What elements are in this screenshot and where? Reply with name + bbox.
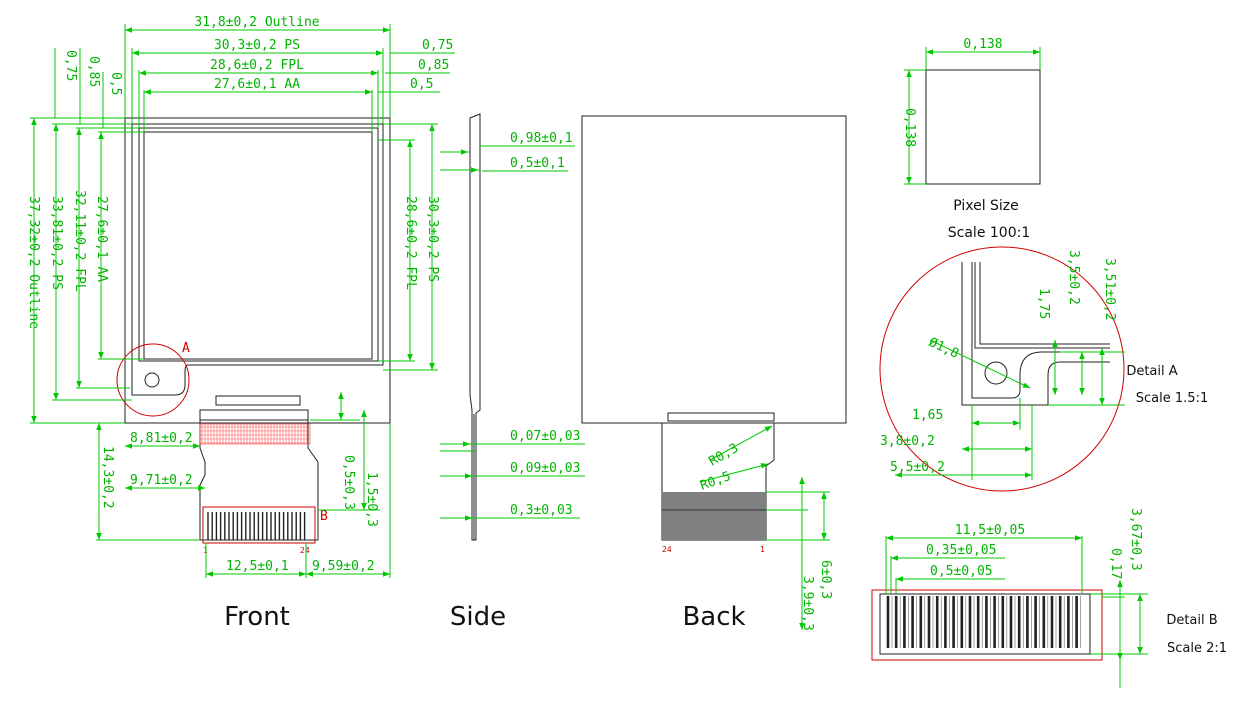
back-h39-label: 3,9±0,3 — [800, 576, 815, 631]
front-outline — [124, 117, 391, 424]
detail-a-d38-label: 3,8±0,2 — [880, 434, 935, 449]
pixel-scale: Scale 100:1 — [948, 225, 1030, 241]
dim-r085-label: 0,85 — [418, 58, 449, 73]
pixel-h-label: 0,138 — [902, 108, 917, 147]
side-d05-label: 0,5±0,1 — [510, 156, 565, 171]
dim-r075-label: 0,75 — [422, 38, 453, 53]
dim-l05-label: 0,5 — [108, 72, 123, 95]
dim-fpc-881-label: 8,81±0,2 — [130, 431, 193, 446]
dim-aa-w-label: 27,6±0,1 AA — [214, 77, 300, 92]
marker-b-box — [202, 506, 316, 544]
dim-fpc-959-label: 9,59±0,2 — [312, 559, 375, 574]
back-pin24-label: 24 — [662, 545, 672, 554]
detail-a: Ø1,8 1,75 3,5±0,2 3,51±0,2 1,65 3,8±0,2 … — [879, 246, 1208, 492]
dim-r05-label: 0,5 — [410, 77, 433, 92]
side-d009-label: 0,09±0,03 — [510, 461, 580, 476]
detail-a-circle — [879, 246, 1125, 492]
front-caption: Front — [224, 602, 290, 632]
detail-a-d55-label: 5,5±0,2 — [890, 460, 945, 475]
front-view: A B 1 24 31,8±0,2 Outline 30,3±0,2 PS 28… — [26, 15, 455, 632]
detail-a-d165-label: 1,65 — [912, 408, 943, 423]
back-fpc-stiffener — [662, 492, 766, 540]
front-fpc-hatch-lines — [200, 424, 310, 444]
detail-a-title: Detail A — [1126, 364, 1177, 379]
dim-fpc-15-label: 1,5±0,3 — [364, 472, 379, 527]
detail-b-pins — [886, 596, 1081, 648]
detail-a-d35-label: 3,5±0,2 — [1066, 250, 1081, 305]
dim-fpc-971-label: 9,71±0,2 — [130, 473, 193, 488]
front-pin24-label: 24 — [300, 546, 310, 555]
detail-a-d351-label: 3,51±0,2 — [1102, 258, 1117, 321]
marker-a-label: A — [182, 341, 190, 356]
pixel-size: 0,138 0,138 Pixel Size Scale 100:1 — [902, 37, 1041, 241]
front-hole — [144, 372, 160, 388]
back-h6-label: 6±0,3 — [818, 560, 833, 599]
dim-fpl-h-right-label: 28,6±0,2 FPL — [403, 196, 418, 290]
side-d007-label: 0,07±0,03 — [510, 429, 580, 444]
marker-b-label: B — [320, 509, 328, 524]
dim-l075-label: 0,75 — [63, 50, 78, 81]
dim-outline-w-label: 31,8±0,2 Outline — [194, 15, 319, 30]
pixel-square — [925, 69, 1041, 185]
back-r05-label: R0,5 — [698, 469, 733, 494]
front-aa — [143, 131, 373, 360]
detail-b-box — [871, 589, 1103, 661]
detail-b-scale: Scale 2:1 — [1167, 641, 1227, 656]
detail-b-d017-label: 0,17 — [1108, 548, 1123, 579]
detail-a-phi-label: Ø1,8 — [926, 335, 961, 362]
pixel-w-label: 0,138 — [963, 37, 1002, 52]
dim-aa-h-label: 27,6±0,1 AA — [94, 196, 109, 282]
detail-b-d035-label: 0,35±0,05 — [926, 543, 996, 558]
detail-a-d175-label: 1,75 — [1036, 288, 1051, 319]
dim-outline-h-label: 37,32±0,2 Outline — [26, 196, 41, 329]
pixel-title: Pixel Size — [953, 198, 1019, 214]
front-fpc-pins — [207, 512, 306, 540]
dim-fpc-125-label: 12,5±0,1 — [226, 559, 289, 574]
dim-fpl-h-label: 32,11±0,2 FPL — [72, 190, 87, 292]
detail-b-d115-label: 11,5±0,05 — [955, 523, 1025, 538]
detail-b-d05-label: 0,5±0,05 — [930, 564, 993, 579]
dim-ps-h-right-label: 30,3±0,2 PS — [425, 196, 440, 282]
front-fpc-hatch — [199, 423, 311, 445]
dim-ps-w-label: 30,3±0,2 PS — [214, 38, 300, 53]
detail-a-hole — [984, 361, 1008, 385]
front-ps — [131, 123, 384, 396]
side-view: 0,98±0,1 0,5±0,1 0,07±0,03 0,09±0,03 0,3… — [440, 113, 585, 632]
dim-fpc-143-label: 14,3±0,2 — [100, 446, 115, 509]
side-profile — [469, 113, 481, 541]
back-pin1-label: 1 — [760, 545, 765, 554]
back-connector — [667, 412, 775, 422]
front-connector-slot — [215, 395, 301, 406]
dim-fpc-05-label: 0,5±0,3 — [341, 455, 356, 510]
detail-b-body — [879, 593, 1091, 655]
detail-a-scale: Scale 1.5:1 — [1136, 391, 1208, 406]
back-r03-label: R0,3 — [707, 441, 742, 470]
side-d098-label: 0,98±0,1 — [510, 131, 573, 146]
dim-l085-label: 0,85 — [86, 56, 101, 87]
side-d03-label: 0,3±0,03 — [510, 503, 573, 518]
marker-a-circle — [116, 343, 190, 417]
detail-b-title: Detail B — [1166, 613, 1217, 628]
front-fpc-stiffener — [199, 409, 309, 421]
back-view: 24 1 R0,3 R0,5 6±0,3 3,9±0,3 Back — [581, 115, 847, 632]
detail-b-d367-label: 3,67±0,3 — [1128, 508, 1143, 571]
side-caption: Side — [450, 602, 506, 632]
front-fpl — [138, 127, 379, 362]
dim-fpl-w-label: 28,6±0,2 FPL — [210, 58, 304, 73]
detail-b: 11,5±0,05 0,35±0,05 0,5±0,05 0,17 3,67±0… — [871, 508, 1227, 688]
back-outline — [581, 115, 847, 424]
back-caption: Back — [682, 602, 745, 632]
dim-ps-h-label: 33,81±0,2 PS — [49, 196, 64, 290]
